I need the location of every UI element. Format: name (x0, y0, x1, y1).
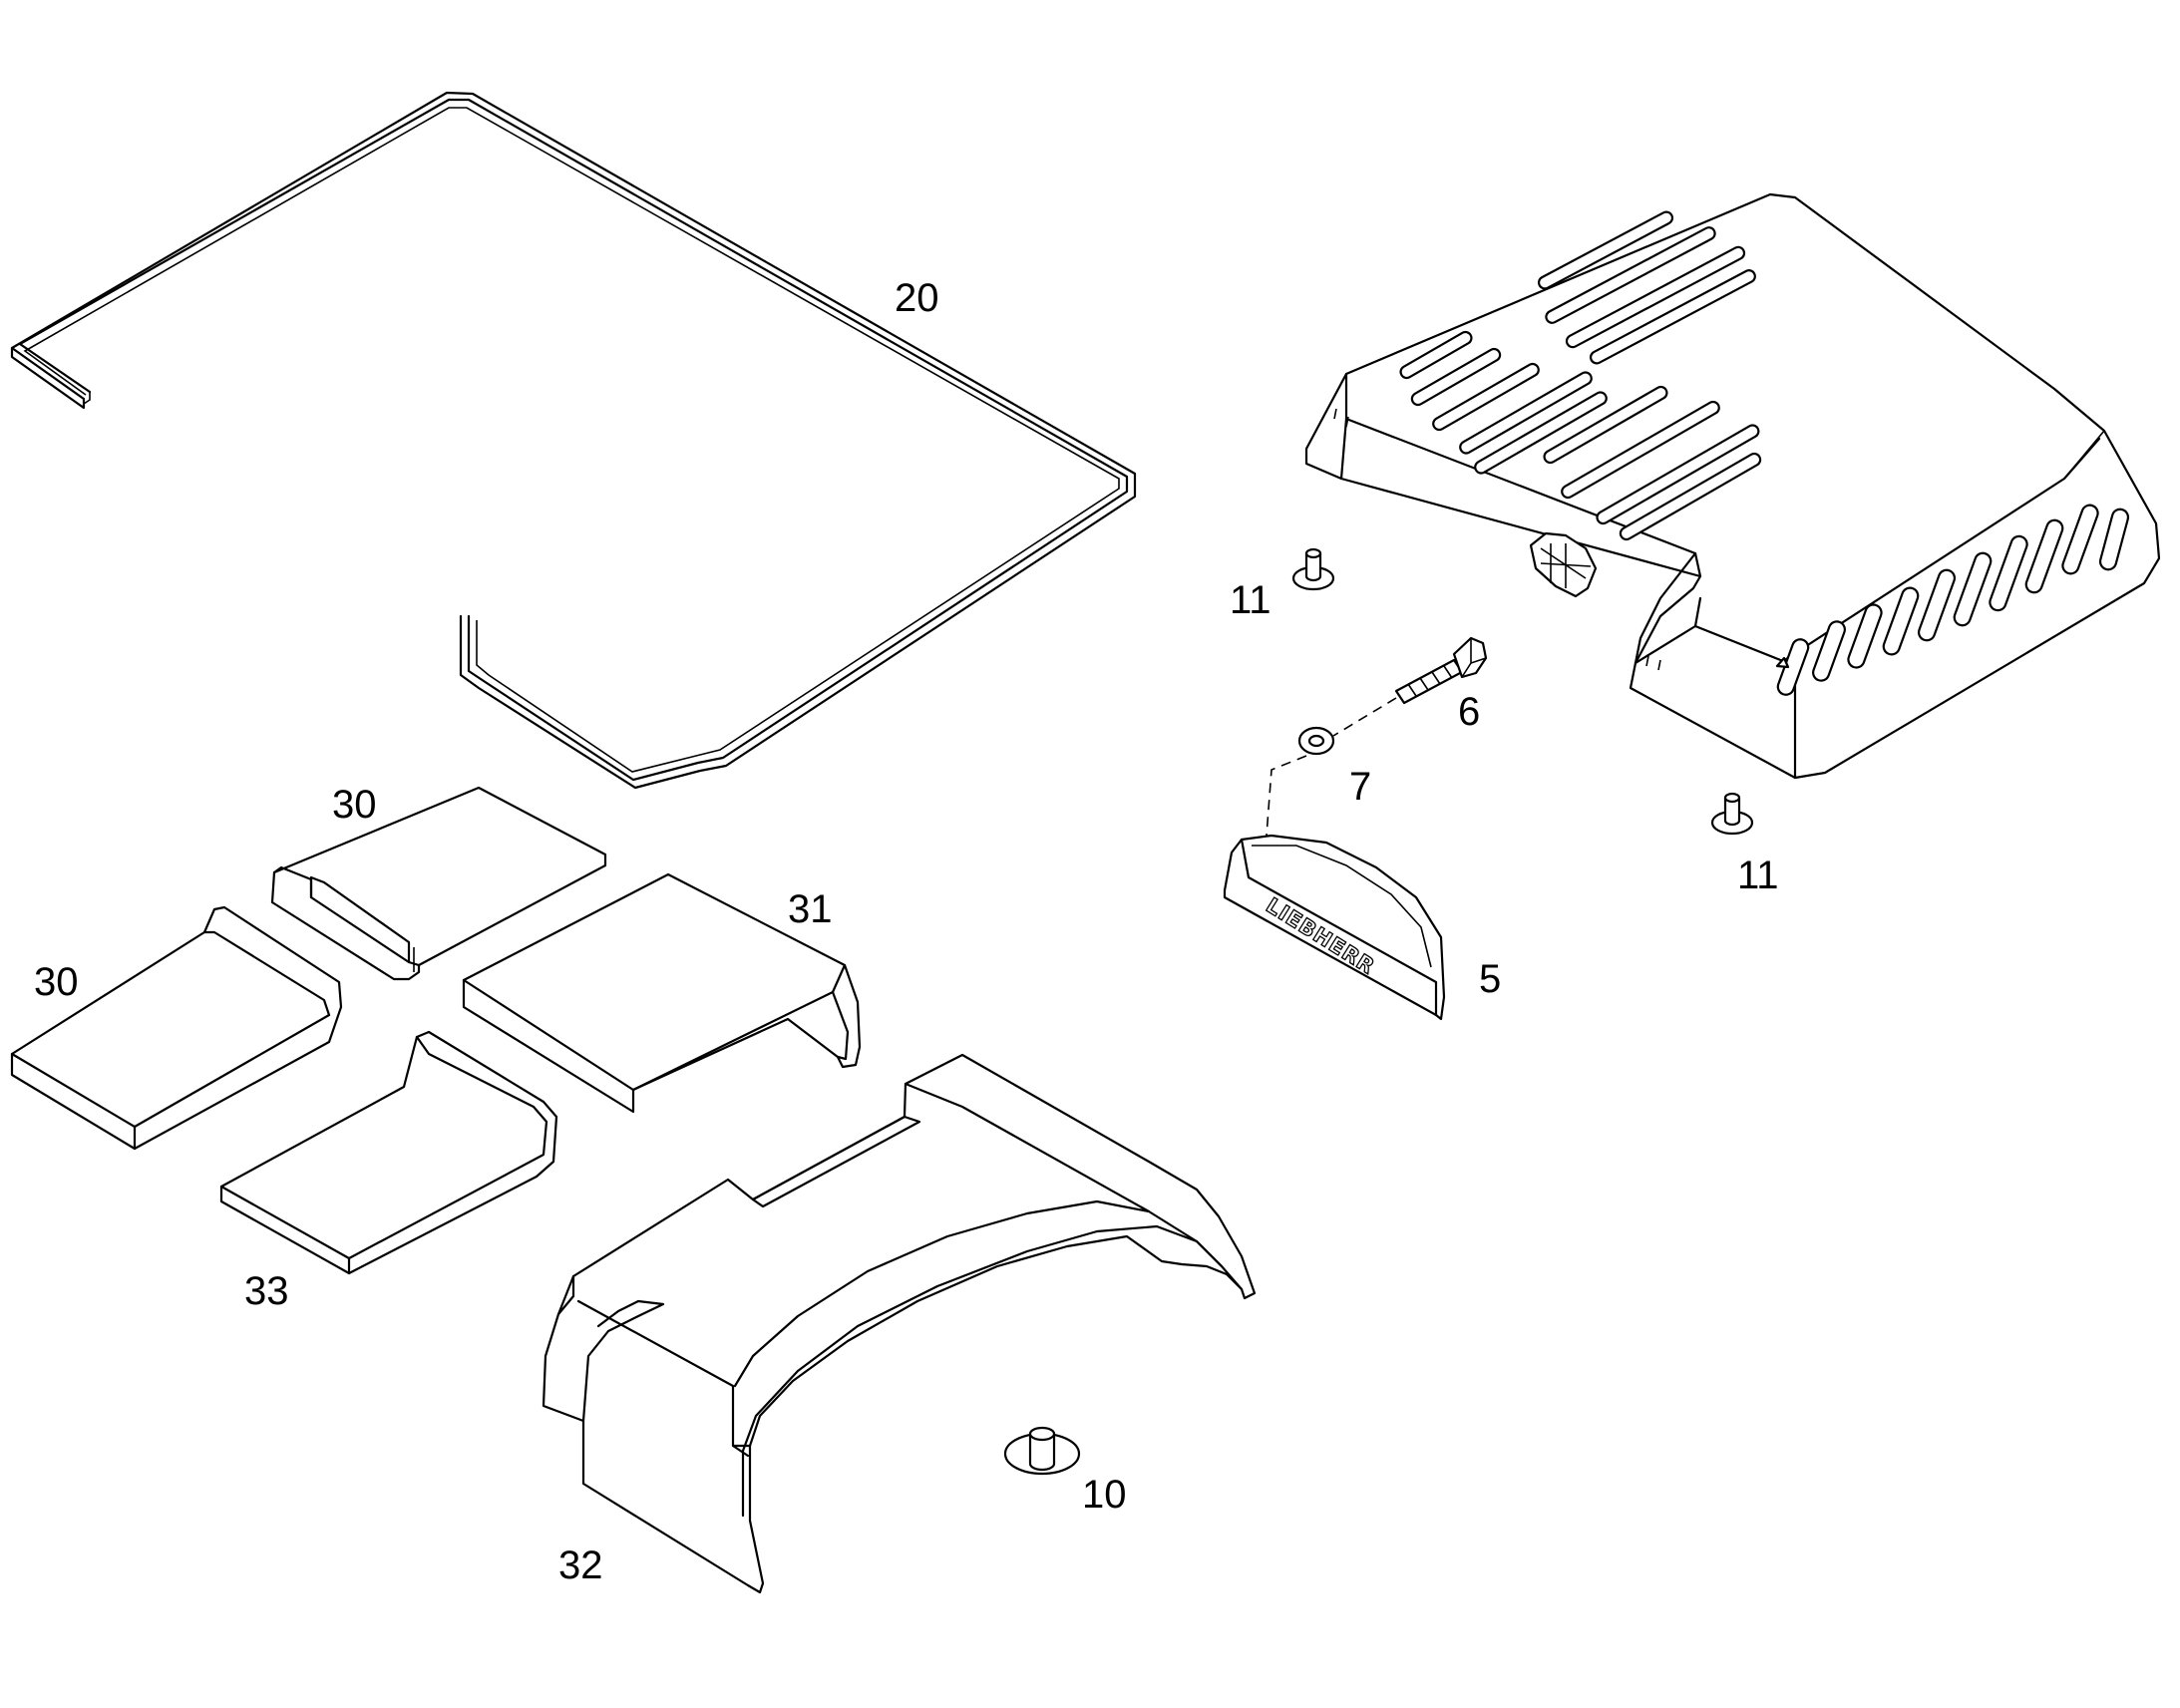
gasket-frame-part-20 (10, 91, 1137, 790)
callout-20: 20 (895, 276, 939, 320)
callout-10: 10 (1082, 1473, 1127, 1517)
housing-marks-right (1645, 655, 1661, 671)
insulation-pad-part-33 (219, 1030, 558, 1275)
washer-part-7 (1297, 726, 1335, 756)
assembly-line-screw-to-washer (1332, 697, 1397, 737)
callout-5: 5 (1479, 957, 1501, 1001)
emblem-part-5: LIEBHERR (1223, 834, 1446, 1021)
insulation-pad-part-30-left (10, 905, 343, 1151)
callout-30-left: 30 (34, 960, 79, 1004)
callout-11-lower: 11 (1737, 854, 1779, 897)
housing-triangle-mark (1775, 656, 1790, 669)
callout-31: 31 (788, 887, 833, 931)
top-vent-slots (1399, 210, 1762, 541)
callout-7: 7 (1349, 765, 1371, 809)
insulation-pad-part-30-upper (270, 786, 607, 981)
callout-32: 32 (558, 1543, 603, 1587)
unit-housing (1304, 192, 2161, 780)
callout-33: 33 (244, 1269, 289, 1313)
front-vent-slots (1776, 504, 2130, 696)
callout-6: 6 (1458, 690, 1480, 734)
insulation-block-part-31 (462, 872, 862, 1114)
assembly-line-washer-to-emblem (1266, 755, 1307, 837)
cover-part-32 (542, 1053, 1257, 1594)
foot-part-11-upper (1291, 547, 1335, 591)
callout-30-upper: 30 (332, 783, 377, 827)
foot-part-10 (1003, 1426, 1081, 1476)
callout-11-upper: 11 (1230, 578, 1272, 622)
housing-marks-left (1333, 408, 1349, 428)
screw-part-6 (1394, 636, 1488, 705)
housing-logo-badge (1529, 531, 1598, 598)
foot-part-11-lower (1710, 792, 1754, 836)
